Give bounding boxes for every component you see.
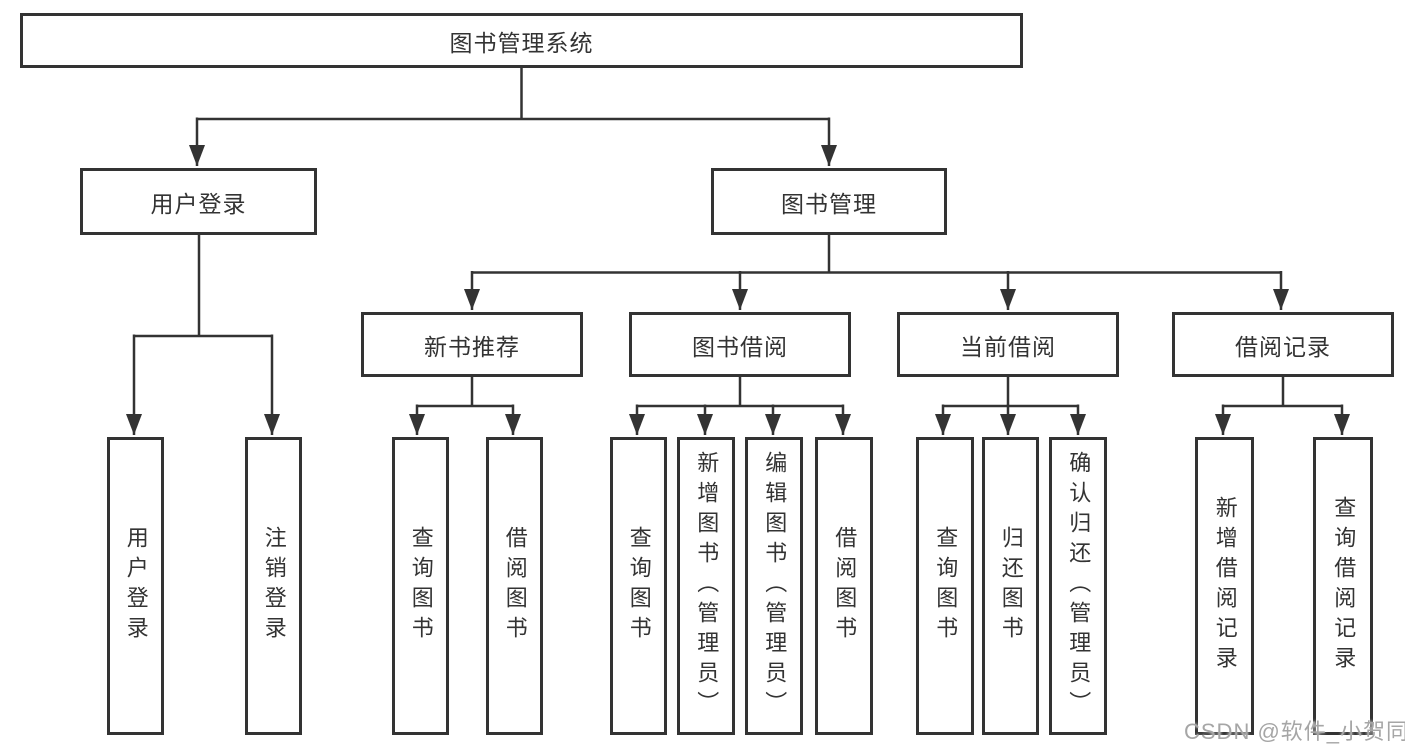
node-current-borrowing: 当前借阅 (897, 312, 1119, 377)
leaf-logout: 注销登录 (245, 437, 302, 735)
node-borrowing-records: 借阅记录 (1172, 312, 1394, 377)
leaf-label: 新增借阅记录 (1212, 496, 1238, 676)
leaf-label: 确认归还（管理员） (1066, 451, 1092, 721)
leaf-label: 归还图书 (998, 526, 1024, 646)
leaf-query-borrow-record: 查询借阅记录 (1313, 437, 1373, 735)
connector-paths (126, 68, 1350, 435)
leaf-label: 查询图书 (933, 526, 959, 646)
node-library-system: 图书管理系统 (20, 13, 1023, 68)
leaf-label: 注销登录 (261, 526, 287, 646)
leaf-label: 查询图书 (626, 526, 652, 646)
leaf-confirm-return-admin: 确认归还（管理员） (1049, 437, 1107, 735)
leaf-user-login: 用户登录 (107, 437, 164, 735)
node-new-book-recommendation: 新书推荐 (361, 312, 583, 377)
csdn-watermark: CSDN @软件_小贺同学 (1184, 719, 1405, 744)
leaf-borrow-books-1: 借阅图书 (486, 437, 543, 735)
leaf-label: 查询图书 (408, 526, 434, 646)
leaf-query-books-2: 查询图书 (610, 437, 667, 735)
node-book-management: 图书管理 (711, 168, 947, 235)
leaf-label: 用户登录 (123, 526, 149, 646)
leaf-label: 新增图书（管理员） (694, 451, 720, 721)
node-book-borrowing: 图书借阅 (629, 312, 851, 377)
leaf-label: 借阅图书 (832, 526, 858, 646)
leaf-return-books: 归还图书 (982, 437, 1039, 735)
leaf-add-borrow-record: 新增借阅记录 (1195, 437, 1254, 735)
leaf-label: 编辑图书（管理员） (762, 451, 788, 721)
leaf-borrow-books-2: 借阅图书 (815, 437, 873, 735)
leaf-label: 查询借阅记录 (1331, 496, 1357, 676)
leaf-query-books-1: 查询图书 (392, 437, 449, 735)
leaf-query-books-3: 查询图书 (916, 437, 974, 735)
leaf-add-books-admin: 新增图书（管理员） (677, 437, 735, 735)
node-user-login: 用户登录 (80, 168, 317, 235)
leaf-edit-books-admin: 编辑图书（管理员） (745, 437, 803, 735)
leaf-label: 借阅图书 (502, 526, 528, 646)
